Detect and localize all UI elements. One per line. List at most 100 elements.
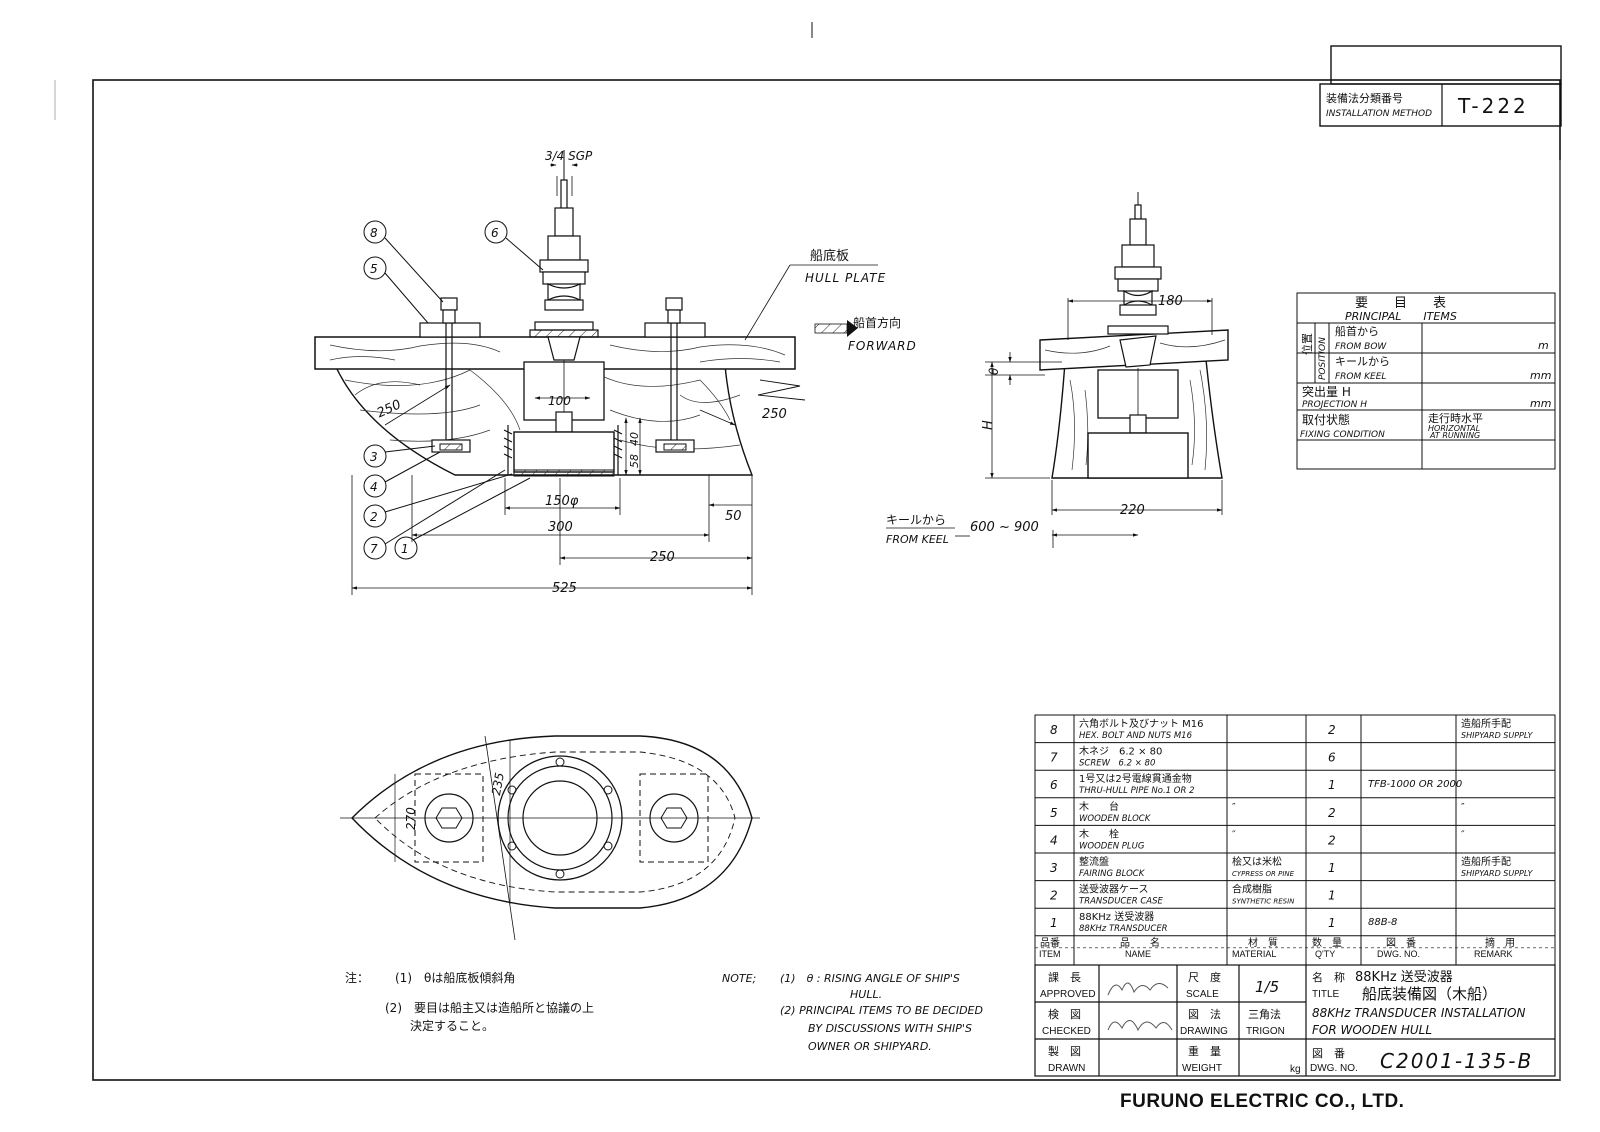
hull-plate-en: HULL PLATE: [805, 271, 886, 285]
checked-signature: [1107, 1020, 1173, 1032]
from-keel-row-jp: キールから: [1335, 355, 1390, 368]
dim-525: 525: [552, 581, 577, 596]
wooden-block-right: [644, 322, 706, 338]
header-item-en: ITEM: [1039, 949, 1061, 959]
sheet-frame: [54, 22, 1561, 1081]
callout-7: 7: [370, 542, 378, 556]
dim-250-right: 250: [762, 407, 787, 422]
part-name-jp: 木ネジ 6.2 × 80: [1079, 746, 1162, 758]
side-view-dimensions: [351, 163, 753, 595]
forward-en: FORWARD: [848, 339, 917, 353]
classification-label-en: INSTALLATION METHOD: [1326, 109, 1432, 119]
classification-box: 装備法分類番号 INSTALLATION METHOD T-222: [1319, 45, 1562, 127]
part-quantity: 1: [1328, 861, 1336, 875]
header-remark-en: REMARK: [1474, 949, 1513, 959]
callout-4: 4: [370, 480, 378, 494]
drawing-en: DRAWING: [1180, 1026, 1228, 1037]
part-name-jp: 88KHz 送受波器: [1079, 910, 1154, 923]
part-item-number: 3: [1050, 861, 1058, 875]
part-name-jp: 1号又は2号電線貫通金物: [1079, 772, 1192, 785]
part-quantity: 1: [1328, 916, 1336, 930]
projection-unit: mm: [1530, 397, 1551, 410]
company-name: FURUNO ELECTRIC CO., LTD.: [1120, 1091, 1404, 1112]
part-name-jp: 木 栓: [1079, 827, 1119, 840]
header-dwg-en: DWG. NO.: [1377, 949, 1420, 959]
dim-sgp: 3/4 SGP: [545, 149, 593, 163]
dim-220: 220: [1120, 503, 1145, 518]
hull-plate-label: 船底板 HULL PLATE 船首方向 FORWARD: [744, 248, 917, 401]
note-jp-2b: 決定すること。: [410, 1018, 494, 1033]
part-item-number: 6: [1050, 778, 1058, 792]
part-name-jp: 送受波器ケース: [1079, 883, 1149, 896]
scale-jp: 尺 度: [1188, 970, 1221, 984]
part-quantity: 2: [1328, 806, 1336, 820]
fixing-value-en2: AT RUNNING: [1429, 431, 1480, 440]
dim-180: 180: [1158, 294, 1183, 309]
transducer-front: [1087, 432, 1189, 479]
principal-title-jp: 要 目 表: [1355, 296, 1446, 311]
part-remark-jp: ″: [1461, 802, 1465, 813]
fixing-value-jp: 走行時水平: [1428, 412, 1483, 425]
dim-270: 270: [404, 807, 418, 830]
dwg-number: C2001-135-B: [1380, 1049, 1533, 1073]
transducer-side: [513, 431, 615, 473]
thru-hull-pipe-side: [529, 179, 599, 361]
part-material-jp: 桧又は米松: [1232, 855, 1282, 868]
part-item-number: 2: [1050, 889, 1058, 903]
part-name-en: 88KHz TRANSDUCER: [1079, 924, 1168, 934]
part-quantity: 1: [1328, 778, 1336, 792]
scale-en: SCALE: [1186, 989, 1219, 1000]
part-material-en: CYPRESS OR PINE: [1232, 870, 1295, 878]
callout-6: 6: [491, 226, 499, 240]
drawn-en: DRAWN: [1048, 1063, 1085, 1074]
drawing-value-en: TRIGON: [1246, 1026, 1285, 1037]
title-en-1: 88KHz TRANSDUCER INSTALLATION: [1312, 1006, 1525, 1020]
front-section-view: [1039, 192, 1229, 479]
from-bow-en: FROM BOW: [1335, 342, 1387, 352]
notes-english: NOTE; (1) θ : RISING ANGLE OF SHIP'S HUL…: [722, 972, 983, 1053]
approved-en: APPROVED: [1040, 989, 1096, 1000]
forward-arrow-icon: [814, 323, 848, 334]
dim-58: 58: [628, 454, 641, 468]
side-section-view: [314, 150, 796, 477]
notes-japanese: 注： (1) θは船底板傾斜角 (2) 要目は船主又は造船所と協議の上 決定する…: [345, 970, 594, 1033]
weight-jp: 重 量: [1188, 1044, 1221, 1058]
part-quantity: 2: [1328, 833, 1336, 847]
position-en: POSITION: [1318, 337, 1328, 380]
projection-en: PROJECTION H: [1302, 400, 1367, 410]
part-quantity: 2: [1328, 723, 1336, 737]
header-material-en: MATERIAL: [1232, 949, 1276, 959]
dim-250-bottom: 250: [650, 550, 675, 565]
part-remark-jp: 造船所手配: [1461, 717, 1511, 730]
title-jp: 船底装備図（木船）: [1362, 985, 1497, 1003]
weight-en: WEIGHT: [1182, 1063, 1222, 1074]
plan-view-dim-text: 270 235: [404, 771, 507, 830]
fixing-value-en1: HORIZONTAL: [1428, 424, 1480, 433]
title-en-2: FOR WOODEN HULL: [1312, 1023, 1432, 1037]
front-view-dimensions: [955, 298, 1223, 548]
from-keel-jp: キールから: [886, 513, 946, 527]
name-label-jp: 名 称: [1312, 970, 1345, 984]
drawn-jp: 製 図: [1048, 1044, 1081, 1058]
note-jp-1: (1) θは船底板傾斜角: [395, 970, 515, 985]
approved-signature: [1107, 982, 1169, 996]
bottom-plan-view: [340, 735, 760, 941]
from-keel-en: FROM KEEL: [886, 533, 949, 546]
forward-jp: 船首方向: [853, 315, 901, 330]
dim-h: H: [981, 420, 996, 430]
drawing-value-jp: 三角法: [1248, 1007, 1281, 1021]
weight-unit: kg: [1290, 1064, 1301, 1075]
classification-label-jp: 装備法分類番号: [1326, 91, 1403, 105]
note-en-head: NOTE;: [722, 972, 756, 985]
part-remark-en: SHIPYARD SUPPLY: [1461, 869, 1534, 878]
header-qty-en: Q'TY: [1315, 949, 1335, 959]
part-name-en: FAIRING BLOCK: [1079, 869, 1146, 879]
title-block: 課 長 APPROVED 検 図 CHECKED 製 図 DRAWN 尺 度 S…: [1034, 964, 1556, 1077]
part-name-en: TRANSDUCER CASE: [1079, 897, 1163, 907]
header-item-jp: 品番: [1040, 937, 1060, 949]
dim-keel-range: 600 ~ 900: [970, 520, 1039, 535]
part-name-en: SCREW 6.2 × 80: [1079, 759, 1155, 769]
dwg-label-en: DWG. NO.: [1310, 1063, 1358, 1074]
header-name-jp: 品 名: [1120, 936, 1160, 949]
fixing-en: FIXING CONDITION: [1300, 430, 1385, 440]
